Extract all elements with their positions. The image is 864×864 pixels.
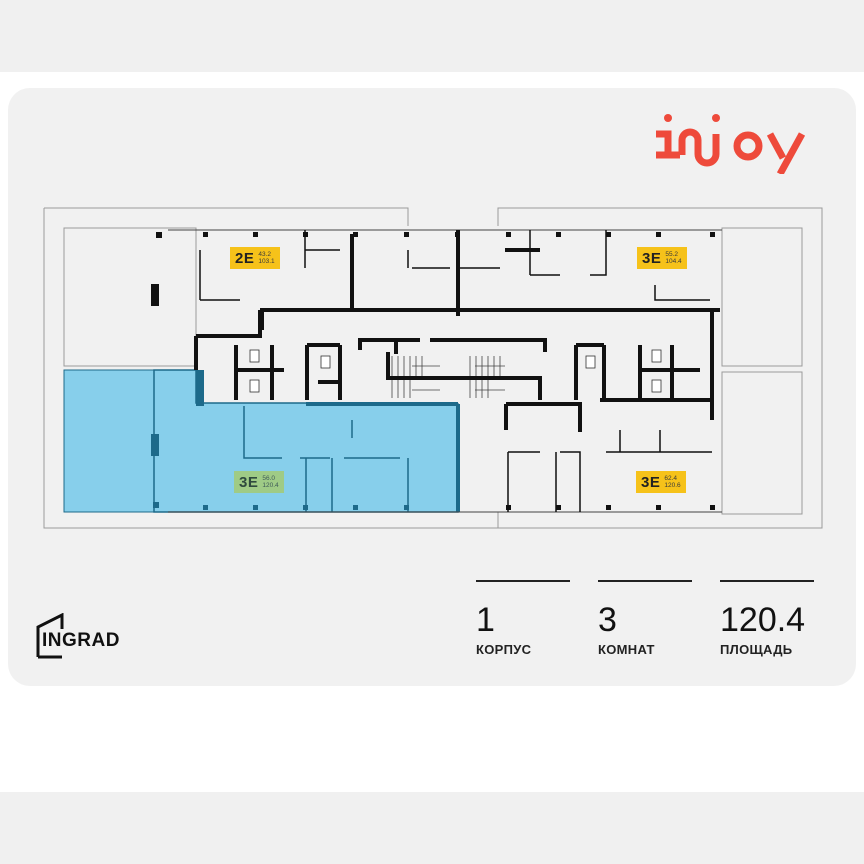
- stat-building: 1 КОРПУС: [476, 580, 570, 657]
- divider: [720, 580, 814, 582]
- apartment-tag-3e-top[interactable]: 3E 55.2 104.4: [637, 247, 687, 269]
- stat-value: 3: [598, 601, 617, 639]
- stat-value: 120.4: [720, 601, 806, 639]
- total-area: 120.6: [664, 482, 681, 489]
- house-icon: [36, 613, 64, 659]
- bottom-band: [0, 792, 864, 864]
- apartment-tag-3e-selected[interactable]: 3E 56.0 120.4: [234, 471, 284, 493]
- divider: [598, 580, 692, 582]
- injoy-logo: [656, 114, 806, 174]
- apartment-tag-3e-bottom[interactable]: 3E 62.4 120.6: [636, 471, 686, 493]
- living-area: 43.2: [258, 251, 272, 258]
- stat-rooms: 3 КОМНАТ: [598, 580, 692, 657]
- ingrad-logo: INGRAD: [34, 613, 134, 659]
- apartment-code: 3E: [642, 249, 662, 267]
- stat-label: ПЛОЩАДЬ: [720, 642, 793, 657]
- stat-label: КОМНАТ: [598, 642, 655, 657]
- total-area: 103.1: [258, 258, 275, 265]
- stat-label: КОРПУС: [476, 642, 532, 657]
- stat-value: 1: [476, 601, 495, 639]
- stat-area: 120.4 ПЛОЩАДЬ: [720, 580, 814, 657]
- total-area: 120.4: [262, 482, 279, 489]
- apartment-code: 3E: [641, 473, 661, 491]
- apartment-code: 2E: [235, 249, 255, 267]
- living-area: 56.0: [262, 475, 276, 482]
- apartment-tag-2e[interactable]: 2E 43.2 103.1: [230, 247, 280, 269]
- selected-apartment-highlight: [63, 369, 460, 513]
- living-area: 55.2: [665, 251, 679, 258]
- divider: [476, 580, 570, 582]
- living-area: 62.4: [664, 475, 678, 482]
- apartment-code: 3E: [239, 473, 259, 491]
- total-area: 104.4: [665, 258, 682, 265]
- top-band: [0, 0, 864, 72]
